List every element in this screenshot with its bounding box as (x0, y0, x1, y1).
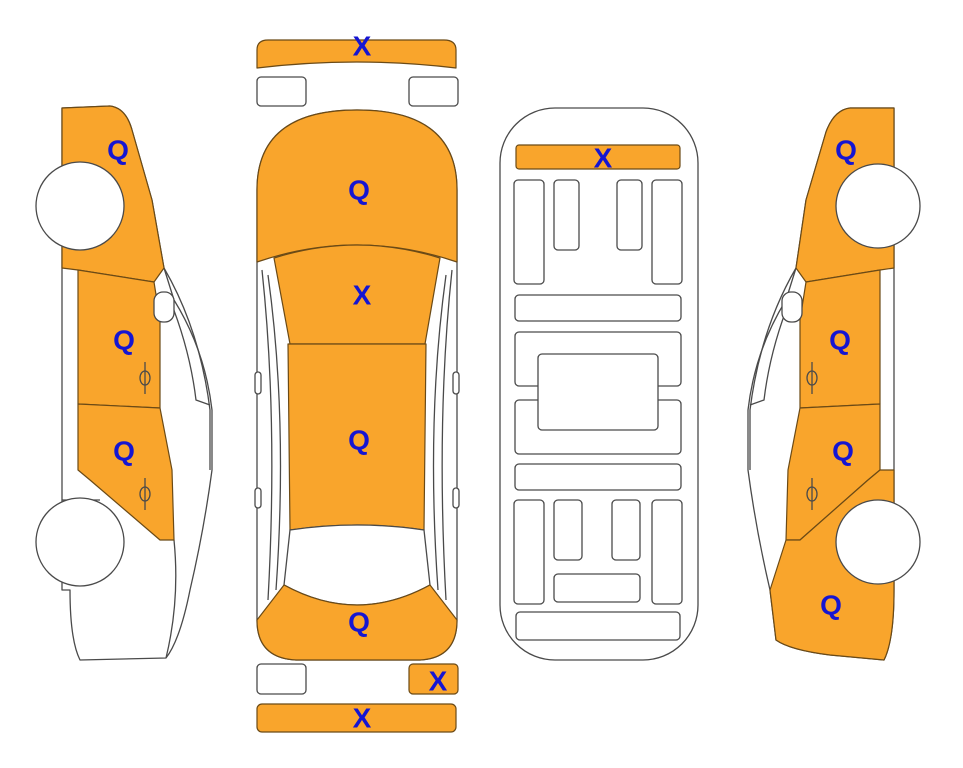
left-lower-line (165, 539, 177, 659)
top-handle-left (254, 487, 262, 509)
left-window-line (163, 267, 211, 470)
right-window-line (749, 267, 797, 470)
rear-light-left (256, 663, 307, 695)
under-part-11 (611, 499, 641, 561)
under-part-13 (553, 573, 641, 603)
right-side-view: Q Q Q Q (747, 107, 921, 661)
left-front-door-label: Q (113, 325, 135, 356)
left-front-panel-label: Q (107, 135, 129, 166)
rear-bumper-label: X (353, 703, 372, 734)
front-light-right (408, 76, 459, 107)
under-part-14 (515, 611, 681, 641)
top-view: X Q X Q Q X X (254, 31, 460, 734)
left-rear-door-label: Q (113, 436, 135, 467)
under-part-2 (553, 179, 580, 251)
underbody-view: X (499, 107, 699, 661)
right-front-panel-label: Q (835, 135, 857, 166)
left-front-door-handle-icon (139, 362, 151, 394)
front-crossmember-label: X (594, 143, 613, 174)
top-handle-right (452, 487, 460, 509)
right-front-wheel (835, 163, 921, 249)
hood-label: Q (348, 175, 370, 206)
left-rear-wheel (35, 497, 125, 587)
right-front-door-handle-icon (806, 362, 818, 394)
under-part-4 (651, 179, 683, 285)
right-rear-door-label: Q (832, 436, 854, 467)
right-mirror (781, 291, 803, 323)
front-crossmember[interactable] (515, 144, 681, 170)
rear-roof-label: Q (348, 425, 370, 456)
right-rear-door-handle-icon (806, 478, 818, 510)
under-part-10 (553, 499, 583, 561)
trunk-lid-label: Q (348, 607, 370, 638)
left-rear-door[interactable] (77, 403, 175, 541)
top-left-window (267, 274, 282, 591)
right-rear-wheel (835, 499, 921, 585)
rear-window (283, 524, 431, 606)
under-part-center (537, 353, 659, 431)
right-front-door-label: Q (829, 325, 851, 356)
front-bumper[interactable] (256, 39, 457, 69)
left-rear-door-handle-icon (139, 478, 151, 510)
trunk-lid[interactable] (256, 584, 458, 661)
front-bumper-label: X (353, 31, 372, 62)
left-mirror (153, 291, 175, 323)
front-light-left (256, 76, 307, 107)
top-right-window (432, 274, 447, 591)
roof[interactable] (273, 244, 441, 345)
left-side-view: Q Q Q (35, 105, 213, 661)
underbody-outline (499, 107, 699, 661)
under-part-3 (616, 179, 643, 251)
under-part-12 (651, 499, 683, 605)
left-window-inner (169, 299, 211, 406)
rear-light-right-label: X (429, 666, 448, 697)
under-part-1 (513, 179, 545, 285)
top-mirror-left (254, 371, 262, 395)
under-part-9 (513, 499, 545, 605)
left-front-door[interactable] (77, 269, 161, 409)
rear-bumper[interactable] (256, 703, 457, 733)
under-part-5 (514, 294, 682, 322)
top-mirror-right (452, 371, 460, 395)
rear-light-right[interactable] (408, 663, 459, 695)
top-right-side-line (441, 269, 453, 601)
left-front-wheel (35, 161, 125, 251)
top-left-side-line (261, 269, 273, 601)
under-part-8 (514, 463, 682, 491)
roof-label: X (353, 280, 372, 311)
right-rear-panel-label: Q (820, 590, 842, 621)
